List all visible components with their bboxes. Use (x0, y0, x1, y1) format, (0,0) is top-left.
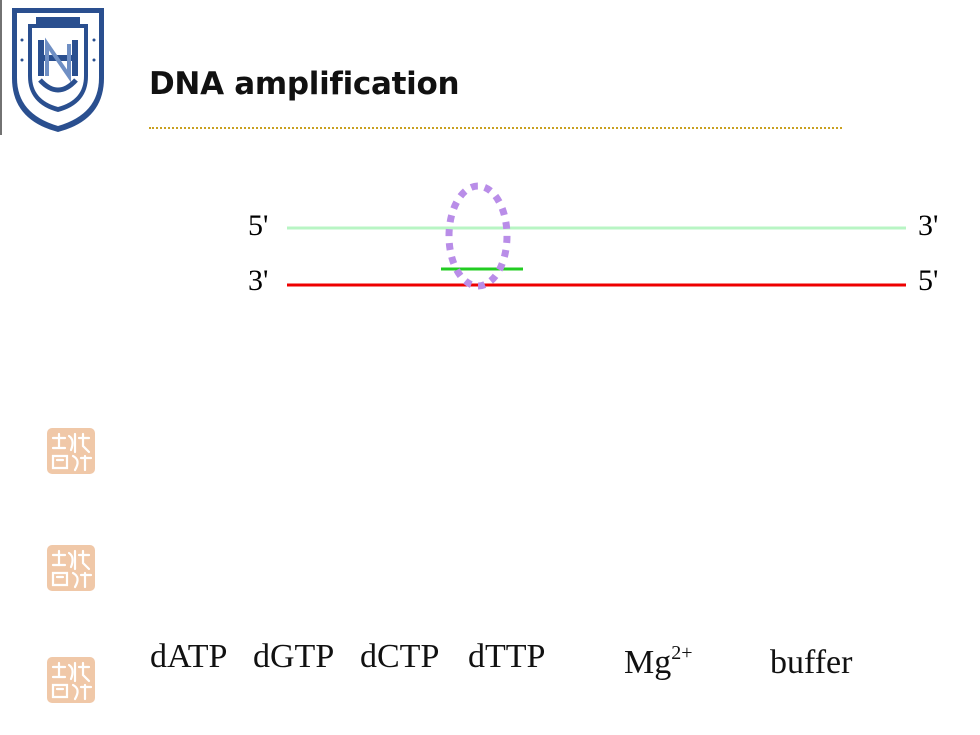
slide-title: DNA amplification (149, 66, 460, 102)
reagent-dgtp: dGTP (253, 638, 335, 675)
seal-stamp-icon (47, 428, 95, 474)
bullet-seal-1 (45, 426, 97, 476)
seal-stamp-icon (47, 545, 95, 591)
seal-stamp-icon (47, 657, 95, 703)
reagent-datp: dATP (150, 638, 228, 675)
bottom-strand-right-label: 5' (918, 264, 939, 297)
reagent-dttp: dTTP (468, 638, 546, 675)
university-logo (0, 0, 115, 140)
reagent-mg-charge: 2+ (671, 642, 693, 664)
title-divider (149, 127, 842, 129)
university-seal-icon (0, 0, 104, 135)
top-strand-left-label: 5' (248, 209, 269, 242)
top-strand-right-label: 3' (918, 209, 939, 242)
bullet-seal-2 (45, 543, 97, 593)
dna-diagram (287, 182, 906, 290)
reagent-mg: Mg2+ (624, 643, 693, 681)
bullet-seal-3 (45, 655, 97, 705)
reagent-buffer: buffer (770, 644, 853, 681)
bottom-strand-left-label: 3' (248, 264, 269, 297)
primer-highlight-ellipse (445, 182, 511, 290)
reagent-mg-base: Mg (624, 644, 672, 681)
reagent-dctp: dCTP (360, 638, 440, 675)
